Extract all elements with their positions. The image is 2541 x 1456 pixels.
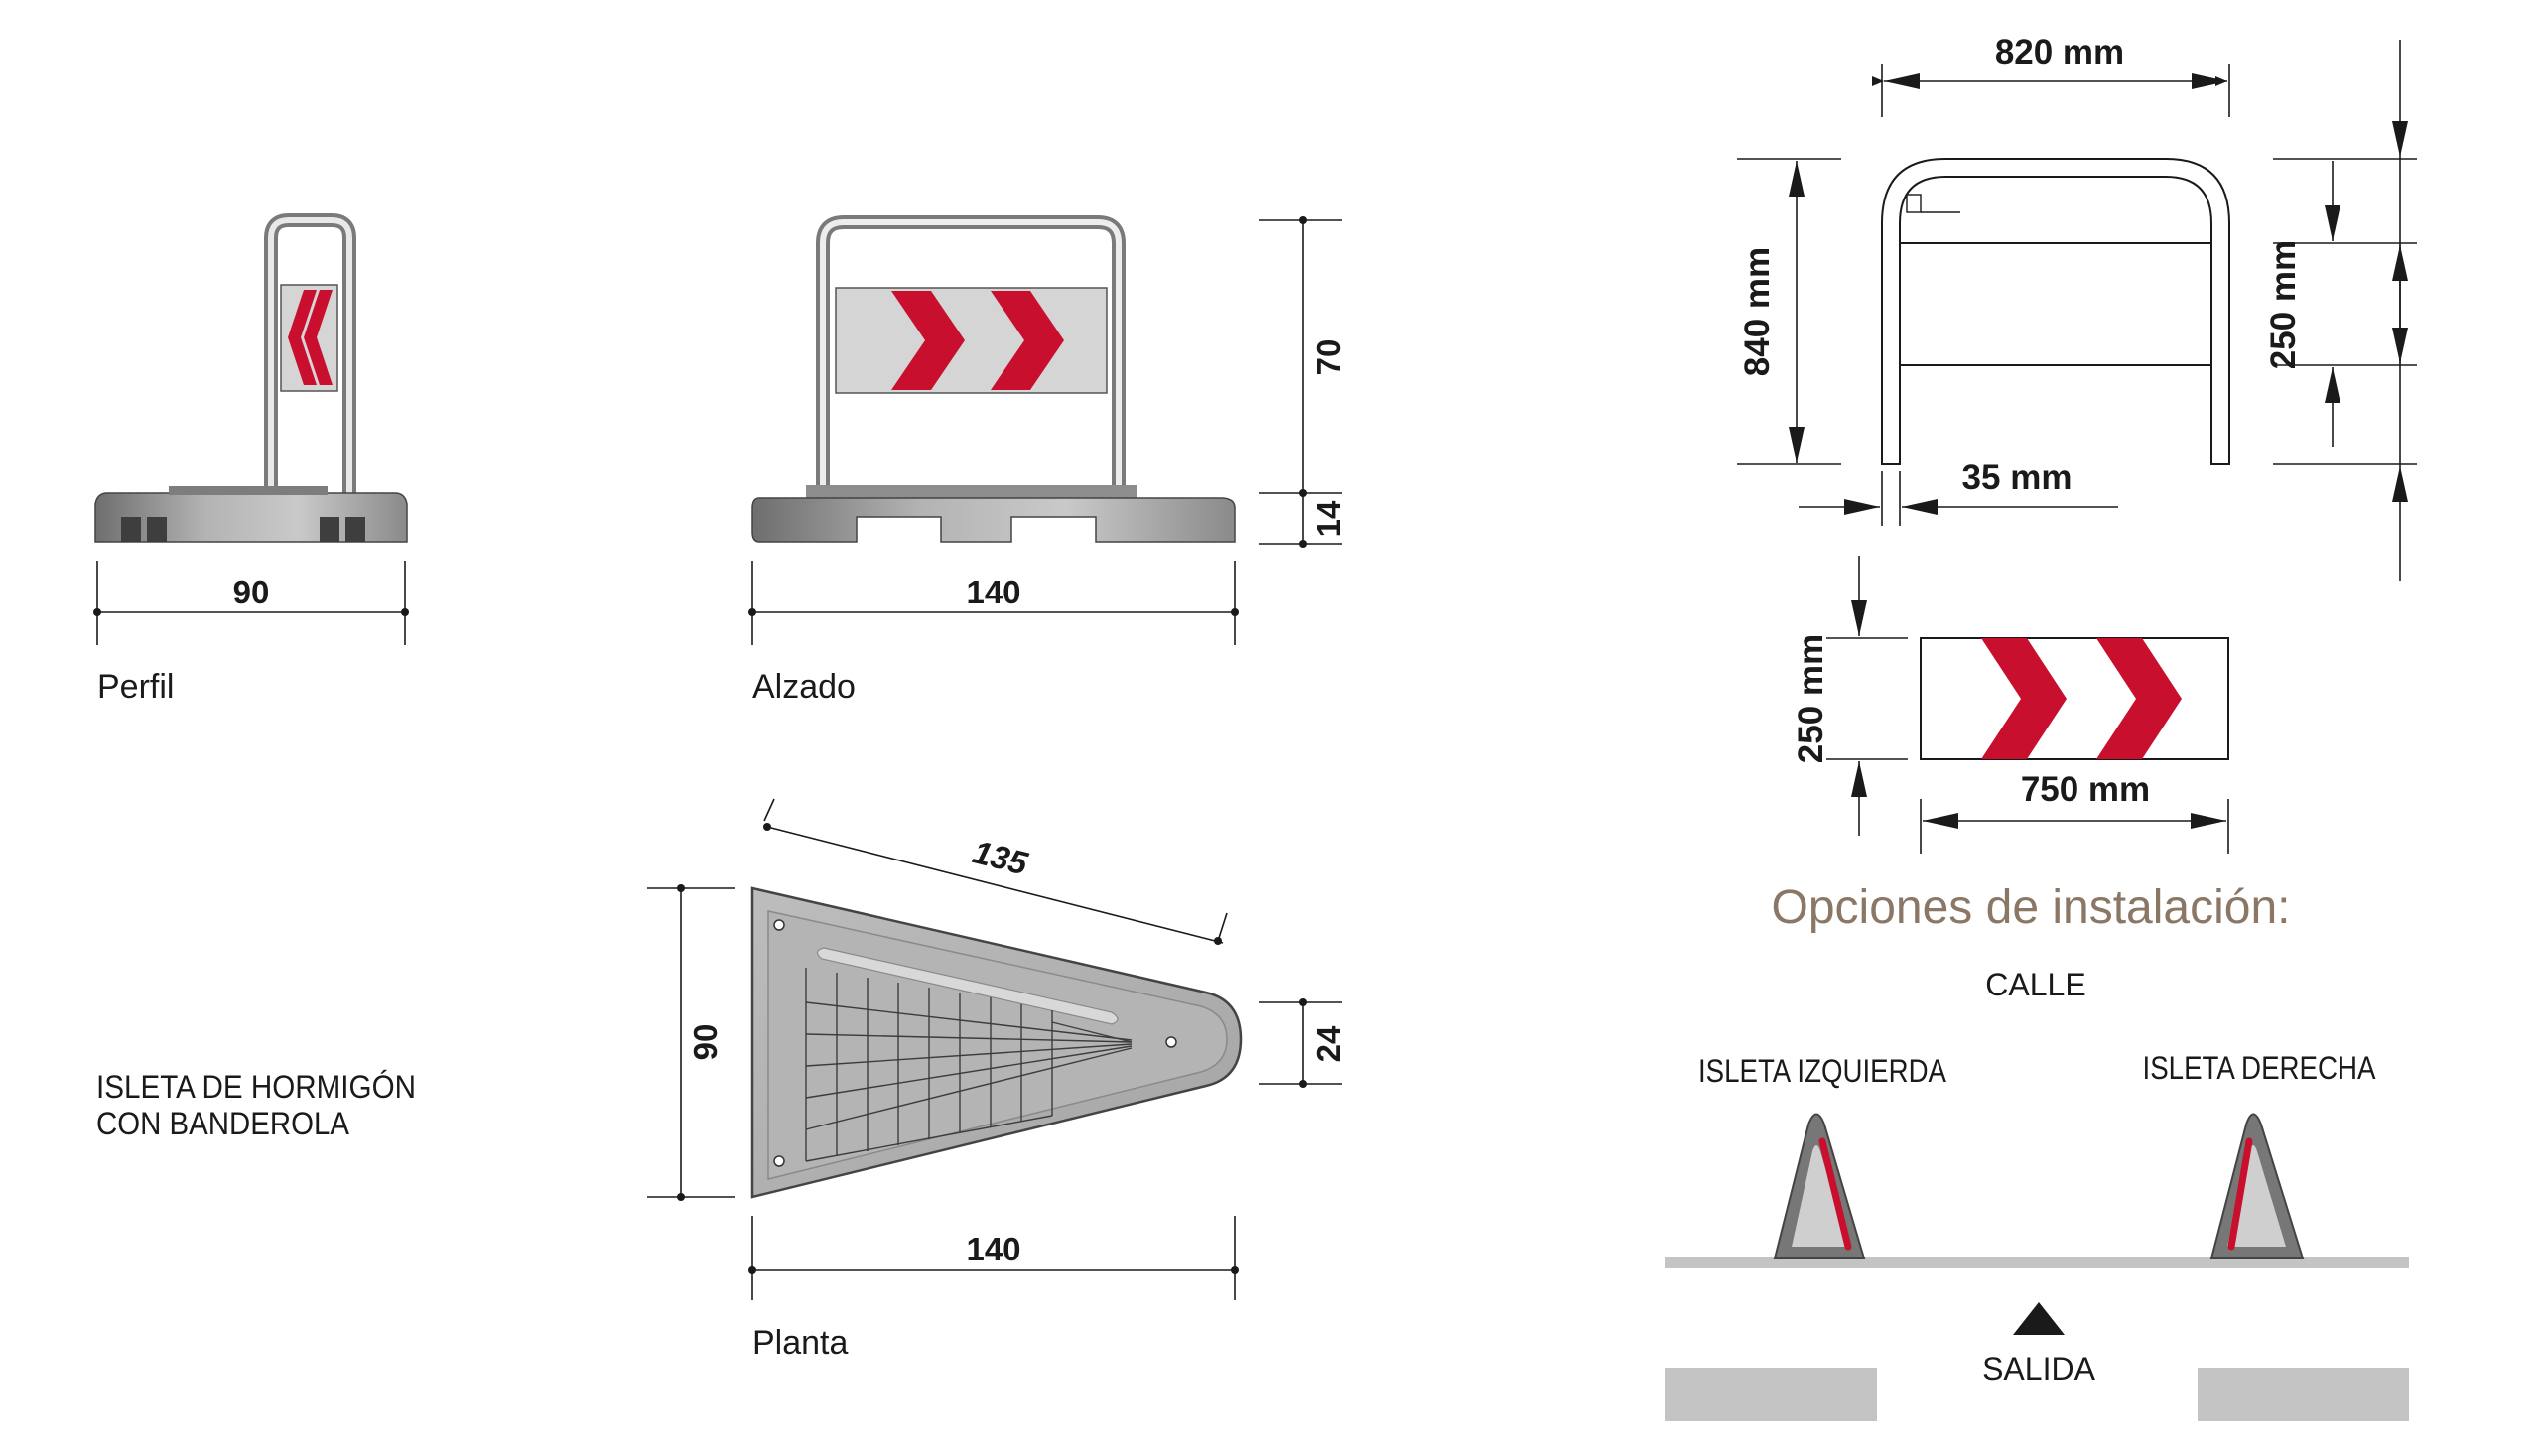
install-options: Opciones de instalación: CALLE ISLETA IZ… <box>1665 881 2409 1421</box>
chevron-arrow-icon <box>1981 638 2182 759</box>
planta-grid <box>805 968 1133 1162</box>
alzado-panel <box>835 287 1108 394</box>
panel-rect <box>1920 637 2229 760</box>
panel-width-label: 750 mm <box>2021 770 2150 809</box>
right-road-block <box>2198 1368 2409 1421</box>
alzado-height-upper: 70 <box>1310 339 1347 376</box>
frame-panel-height-label: 250 mm <box>2264 240 2303 369</box>
planta-diag-label: 135 <box>970 833 1032 881</box>
install-title: Opciones de instalación: <box>1772 881 2291 934</box>
exit-arrow-icon <box>2013 1302 2065 1335</box>
panel-height-label: 250 mm <box>1792 634 1830 763</box>
alzado-height-lower: 14 <box>1310 500 1347 537</box>
panel-diagram: 250 mm 750 mm <box>1792 556 2229 854</box>
chevron-arrow-icon <box>288 290 333 385</box>
perfil-caption: Perfil <box>97 668 174 706</box>
planta-width-label: 140 <box>966 1231 1020 1267</box>
isleta-label-line2: CON BANDEROLA <box>96 1106 350 1141</box>
planta-tip-label: 24 <box>1310 1025 1347 1062</box>
chevron-arrow-icon <box>891 291 1064 390</box>
isleta-label-line1: ISLETA DE HORMIGÓN <box>96 1069 416 1105</box>
planta-ridge <box>816 947 1119 1025</box>
planta-caption: Planta <box>752 1324 848 1362</box>
alzado-base <box>751 497 1236 543</box>
alzado-width-label: 140 <box>966 574 1020 610</box>
street-label: CALLE <box>1985 967 2085 1002</box>
alzado-base-top <box>806 485 1137 498</box>
frame-tube-label: 35 mm <box>1962 459 2073 497</box>
left-island-label: ISLETA IZQUIERDA <box>1698 1053 1947 1089</box>
frame-width-label: 820 mm <box>1995 33 2124 71</box>
planta-height-label: 90 <box>687 1024 724 1061</box>
isleta-label: ISLETA DE HORMIGÓN CON BANDEROLA <box>96 1069 416 1141</box>
left-island-icon <box>1773 1113 1866 1259</box>
alzado-view: 140 70 14 Alzado <box>748 215 1347 706</box>
exit-label: SALIDA <box>1982 1351 2095 1387</box>
right-island-icon <box>2209 1113 2305 1259</box>
perfil-width-label: 90 <box>233 574 270 610</box>
planta-view: 135 90 24 140 Planta <box>647 798 1347 1362</box>
street-line <box>1665 1257 2409 1268</box>
alzado-caption: Alzado <box>752 668 856 706</box>
perfil-view: 90 Perfil <box>93 213 409 706</box>
frame-height-label: 840 mm <box>1738 247 1777 376</box>
right-island-label: ISLETA DERECHA <box>2143 1050 2377 1086</box>
left-road-block <box>1665 1368 1877 1421</box>
frame-diagram: 820 mm 840 mm 250 mm 35 mm <box>1737 33 2417 581</box>
